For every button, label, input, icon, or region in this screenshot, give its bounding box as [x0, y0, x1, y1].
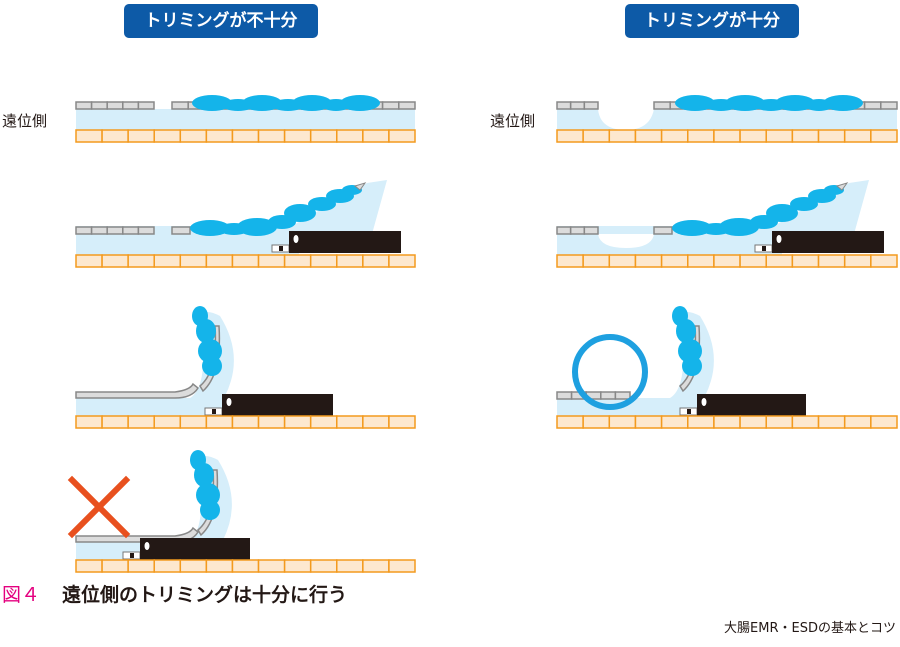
mucosa-edge	[835, 182, 849, 191]
muscle-layer	[556, 415, 898, 429]
endoscope-knife	[204, 394, 333, 416]
trimmed-gap	[598, 109, 654, 130]
mucosa	[653, 226, 673, 235]
lesion-left-1	[192, 95, 380, 111]
muscle-layer	[75, 254, 416, 268]
submucosa	[76, 312, 234, 416]
muscle-layer	[75, 559, 416, 573]
muscle-layer	[75, 129, 416, 143]
submucosa	[76, 109, 415, 130]
muscle-layer	[556, 254, 898, 268]
mucosa	[556, 226, 599, 235]
figure-number: 図４	[2, 584, 41, 606]
submucosa	[557, 180, 869, 234]
lesion-flipped	[672, 306, 702, 376]
submucosa	[76, 180, 387, 234]
figure-caption-text: 遠位側のトリミングは十分に行う	[62, 584, 348, 606]
distal-side-label-right: 遠位側	[490, 112, 536, 130]
muscle-layer	[75, 415, 416, 429]
endoscope-knife	[122, 538, 250, 560]
title-sufficient-trimming: トリミングが十分	[625, 4, 799, 38]
trimmed-gap	[598, 234, 654, 248]
figure-caption: 図４ 遠位側のトリミングは十分に行う	[2, 580, 347, 607]
mucosa	[171, 226, 191, 235]
muscle-layer	[556, 129, 898, 143]
mucosa	[75, 382, 199, 399]
title-insufficient-trimming: トリミングが不十分	[124, 4, 318, 38]
mucosa	[75, 226, 155, 235]
lesion-lifted	[672, 185, 844, 236]
mucosa	[556, 391, 631, 400]
submucosa	[557, 234, 782, 255]
mucosa	[75, 101, 155, 110]
circle-mark-icon	[572, 334, 648, 410]
endoscope-knife	[679, 394, 806, 416]
cross-mark-icon	[67, 475, 131, 539]
endoscope-knife	[754, 231, 884, 253]
distal-side-label-left: 遠位側	[2, 112, 48, 130]
lesion-flipped	[192, 306, 222, 376]
lesion-lifted	[190, 185, 362, 236]
endoscope-knife	[271, 231, 401, 253]
lesion-flipped	[190, 450, 220, 520]
mucosa	[556, 101, 599, 110]
mucosa-edge	[353, 182, 367, 191]
submucosa	[76, 234, 299, 255]
lesion-right-1	[675, 95, 863, 111]
source-credit: 大腸EMR・ESDの基本とコツ	[724, 621, 896, 636]
